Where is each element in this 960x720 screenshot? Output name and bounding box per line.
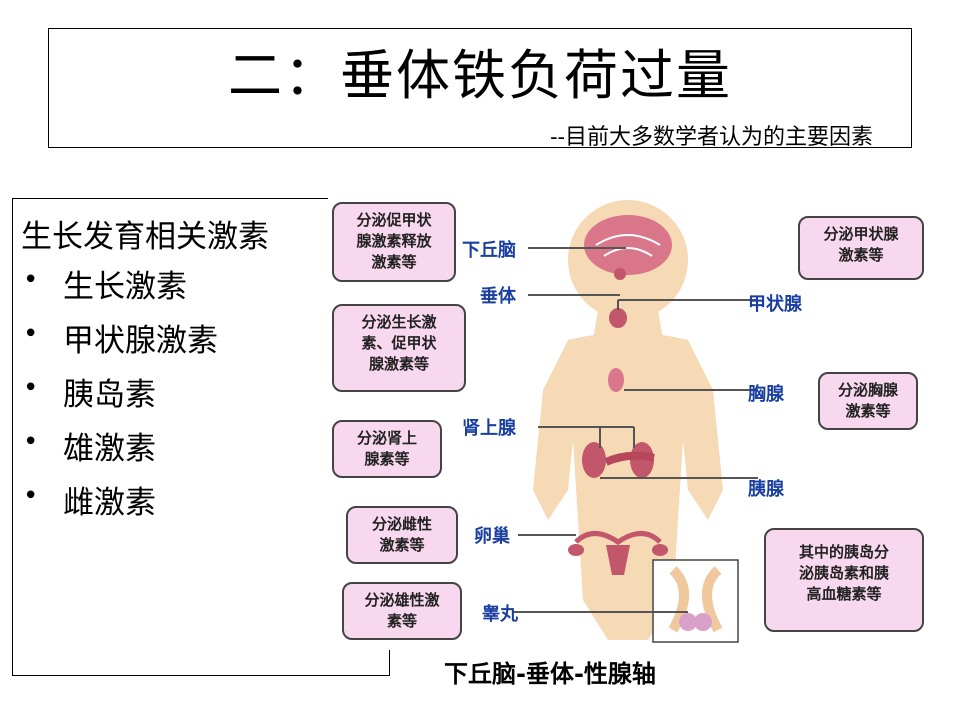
pancreas-icon [604,451,655,466]
list-item: • 甲状腺激素 [21,315,218,369]
bullet-icon: • [23,265,39,295]
hormone-list-heading: 生长发育相关激素 [21,219,269,255]
hormone-list: • 生长激素 • 甲状腺激素 • 胰岛素 • 雄激素 • 雌激素 [21,261,218,531]
callout-hypothalamus: 分泌促甲状 腺激素释放 激素等 [332,202,456,282]
callout-ovary: 分泌雌性 激素等 [346,506,458,564]
body-illustration [513,200,758,643]
list-item-text: 雌激素 [63,485,156,521]
title-box: 二：垂体铁负荷过量 --目前大多数学者认为的主要因素 [48,28,912,150]
testis-inset [652,559,739,643]
bullet-icon: • [23,481,39,511]
label-hypothalamus: 下丘脑 [462,240,516,261]
bullet-icon: • [23,427,39,457]
label-ovary: 卵巢 [474,526,510,547]
list-item-text: 甲状腺激素 [63,323,218,359]
label-thyroid: 甲状腺 [748,294,802,315]
list-item: • 胰岛素 [21,369,218,423]
callout-adrenal: 分泌肾上 腺素等 [332,420,442,478]
callout-testis: 分泌雄性激 素等 [342,582,462,640]
bullet-icon: • [23,319,39,349]
uterus-icon [568,531,668,575]
list-item-text: 胰岛素 [63,377,156,413]
callout-thymus: 分泌胸腺 激素等 [818,372,918,430]
callout-thyroid: 分泌甲状腺 激素等 [798,216,924,280]
label-pituitary: 垂体 [480,286,516,307]
thymus-icon [608,368,624,392]
list-item-text: 雄激素 [63,431,156,467]
figure-caption: 下丘脑-垂体-性腺轴 [444,660,656,688]
thyroid-icon [609,308,627,328]
endocrine-figure: 下丘脑 垂体 肾上腺 卵巢 睾丸 甲状腺 胸腺 胰腺 分泌促甲状 腺激素释放 激… [328,190,928,650]
slide-title: 二：垂体铁负荷过量 [228,44,732,107]
list-item: • 生长激素 [21,261,218,315]
pituitary-icon [614,268,626,280]
hormone-list-box: 生长发育相关激素 • 生长激素 • 甲状腺激素 • 胰岛素 • 雄激素 • 雌激素 [12,198,390,676]
label-thymus: 胸腺 [748,384,784,405]
list-item: • 雄激素 [21,423,218,477]
bullet-icon: • [23,373,39,403]
brain-icon [584,215,672,275]
callout-pituitary: 分泌生长激 素、促甲状 腺激素等 [332,304,466,392]
connector-lines [513,247,758,613]
list-item: • 雌激素 [21,477,218,531]
label-pancreas: 胰腺 [748,479,784,500]
callout-pancreas: 其中的胰岛分 泌胰岛素和胰 高血糖素等 [764,528,924,632]
kidney-left-icon [582,442,606,478]
slide-subtitle: --目前大多数学者认为的主要因素 [550,125,873,150]
list-item-text: 生长激素 [63,269,187,305]
label-adrenal: 肾上腺 [462,418,516,439]
label-testis: 睾丸 [482,604,518,625]
